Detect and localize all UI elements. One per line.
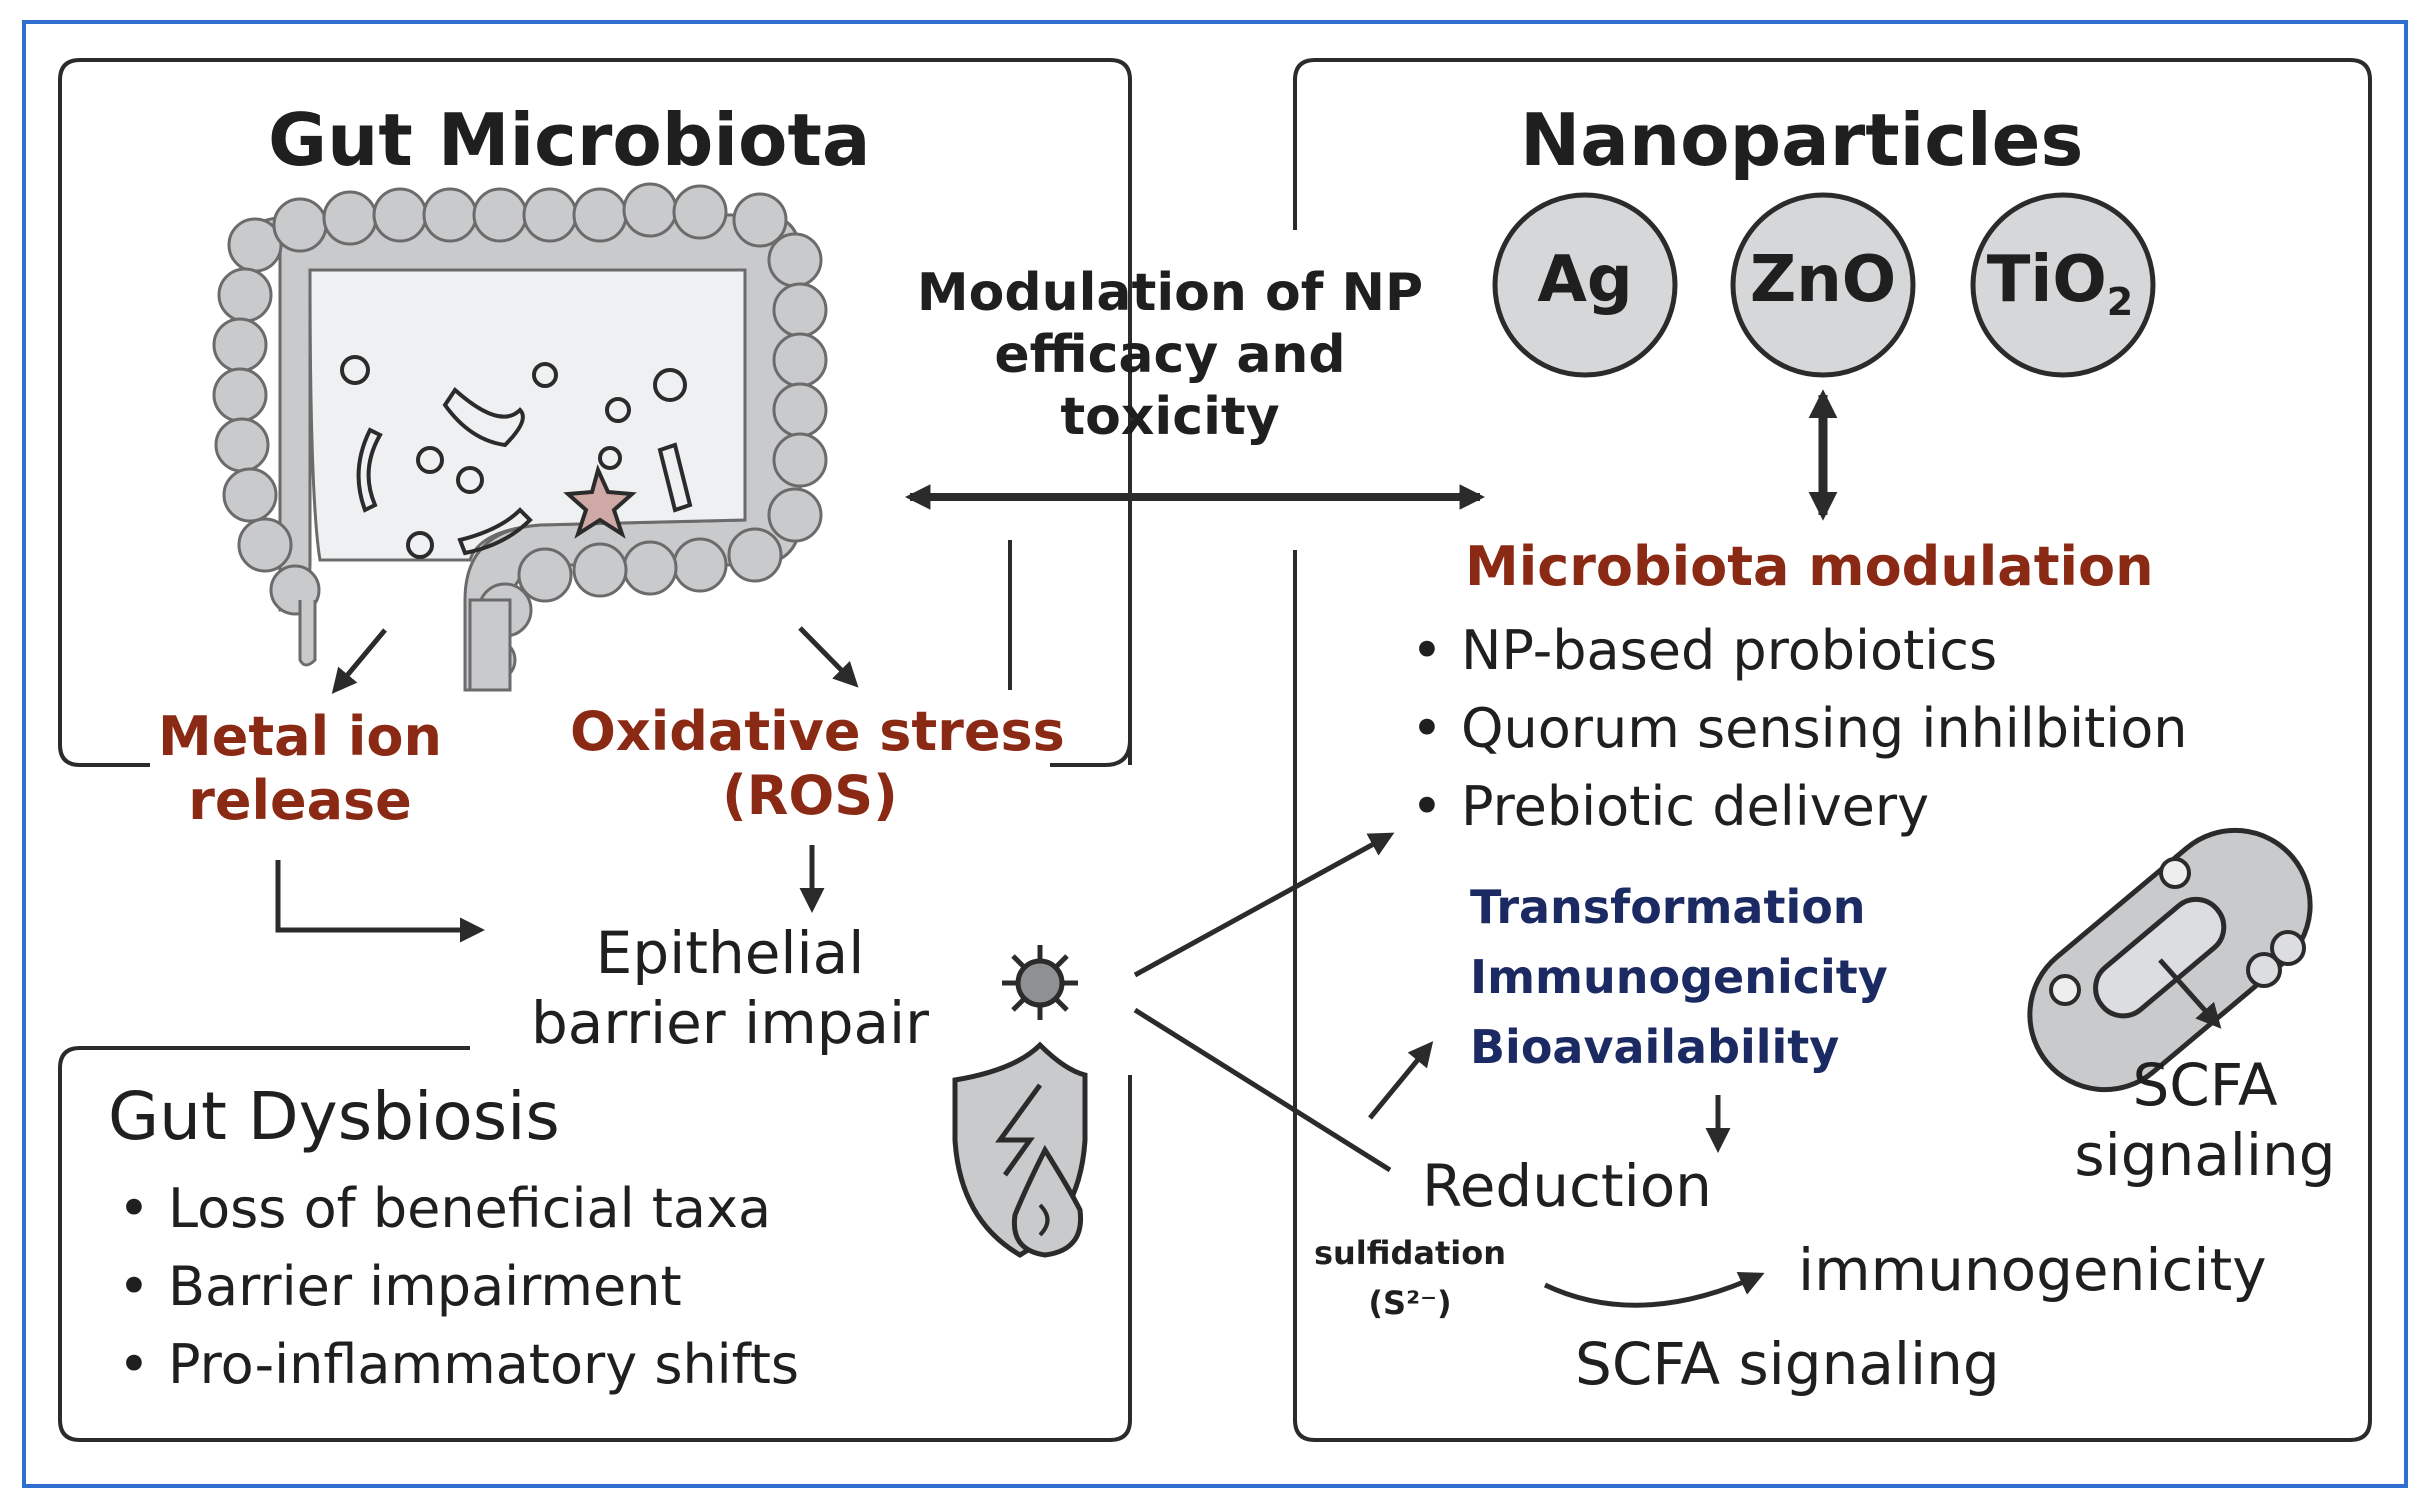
reduction-label: Reduction: [1422, 1152, 1712, 1220]
scfa-right-line-2: signaling: [2074, 1121, 2336, 1189]
arrow-sulfidation: [1543, 1271, 1765, 1308]
arrow-metal-ion: [331, 628, 387, 694]
arrow-oxidative: [798, 626, 859, 688]
sulfidation-line-1: sulfidation: [1313, 1234, 1507, 1272]
bacteria-capsule-icon: [2027, 827, 2313, 1093]
effect-immunogenicity: Immunogenicity: [1470, 950, 1888, 1004]
dysbiosis-item: Barrier impairment: [112, 1248, 799, 1326]
colon-illustration: [212, 182, 828, 692]
nanoparticles-title: Nanoparticles: [1520, 98, 2084, 182]
modulation-item: Prebiotic delivery: [1405, 768, 2188, 846]
microbiota-modulation-list: NP-based probiotics Quorum sensing inhil…: [1405, 612, 2188, 846]
gut-dysbiosis-panel: [58, 1046, 1132, 1442]
gut-dysbiosis-title: Gut Dysbiosis: [108, 1078, 560, 1155]
modulation-line-2: efficacy and: [994, 325, 1346, 385]
np-tio2: TiO2: [1970, 243, 2150, 324]
epithelial-line-1: Epithelial: [595, 919, 865, 987]
scfa-signaling-bottom: SCFA signaling: [1575, 1330, 2000, 1398]
scfa-signaling-right: SCFA signaling: [2070, 1050, 2340, 1190]
epithelial-barrier-label: Epithelial barrier impair: [510, 918, 950, 1058]
gut-microbiota-panel: [58, 58, 1132, 767]
immunogenicity-label: immunogenicity: [1798, 1236, 2267, 1304]
modulation-line-3: toxicity: [1060, 387, 1280, 447]
sulfidation-line-2: (S²⁻): [1368, 1284, 1452, 1322]
np-tio2-subscript: 2: [2106, 279, 2134, 324]
arrow-metal-to-epithelial: [275, 860, 485, 943]
metal-ion-release-label: Metal ion release: [150, 705, 450, 833]
modulation-item: Quorum sensing inhilbition: [1405, 690, 2188, 768]
dysbiosis-list: Loss of beneficial taxa Barrier impairme…: [112, 1170, 799, 1404]
scfa-right-line-1: SCFA: [2132, 1051, 2278, 1119]
oxidative-stress-label: Oxidative stress (ROS): [570, 700, 1065, 828]
np-circles: [1492, 192, 2156, 378]
metal-ion-line-2: release: [188, 769, 412, 832]
epithelial-line-2: barrier impair: [530, 989, 930, 1057]
bacterium-icon: [1002, 945, 1078, 1020]
arrow-epithelial-to-modulation: [1133, 832, 1395, 978]
effects-list: Transformation Immunogenicity Bioavailab…: [1470, 872, 1888, 1082]
microbiota-modulation-title: Microbiota modulation: [1465, 535, 2154, 598]
np-tio2-base: TiO: [1986, 243, 2107, 317]
oxidative-line-2: (ROS): [722, 764, 898, 827]
modulation-line-1: Modulation of NP: [916, 263, 1424, 323]
sulfidation-label: sulfidation (S²⁻): [1310, 1228, 1510, 1328]
nanoparticles-panel: [1293, 58, 2372, 1442]
effect-bioavailability: Bioavailability: [1470, 1020, 1840, 1074]
np-ag: Ag: [1537, 243, 1633, 317]
modulation-item: NP-based probiotics: [1405, 612, 2188, 690]
oxidative-line-1: Oxidative stress: [570, 700, 1065, 763]
effect-transformation: Transformation: [1470, 880, 1866, 934]
np-zno: ZnO: [1749, 243, 1897, 317]
shield-drop-icon: [952, 1041, 1088, 1258]
dysbiosis-item: Pro-inflammatory shifts: [112, 1326, 799, 1404]
gut-microbiota-title: Gut Microbiota: [268, 98, 871, 182]
dysbiosis-item: Loss of beneficial taxa: [112, 1170, 799, 1248]
modulation-text: Modulation of NP efficacy and toxicity: [880, 262, 1460, 448]
line-epithelial-to-reduction: [1133, 1007, 1392, 1173]
arrow-to-effects: [1368, 1041, 1434, 1120]
metal-ion-line-1: Metal ion: [158, 705, 442, 768]
